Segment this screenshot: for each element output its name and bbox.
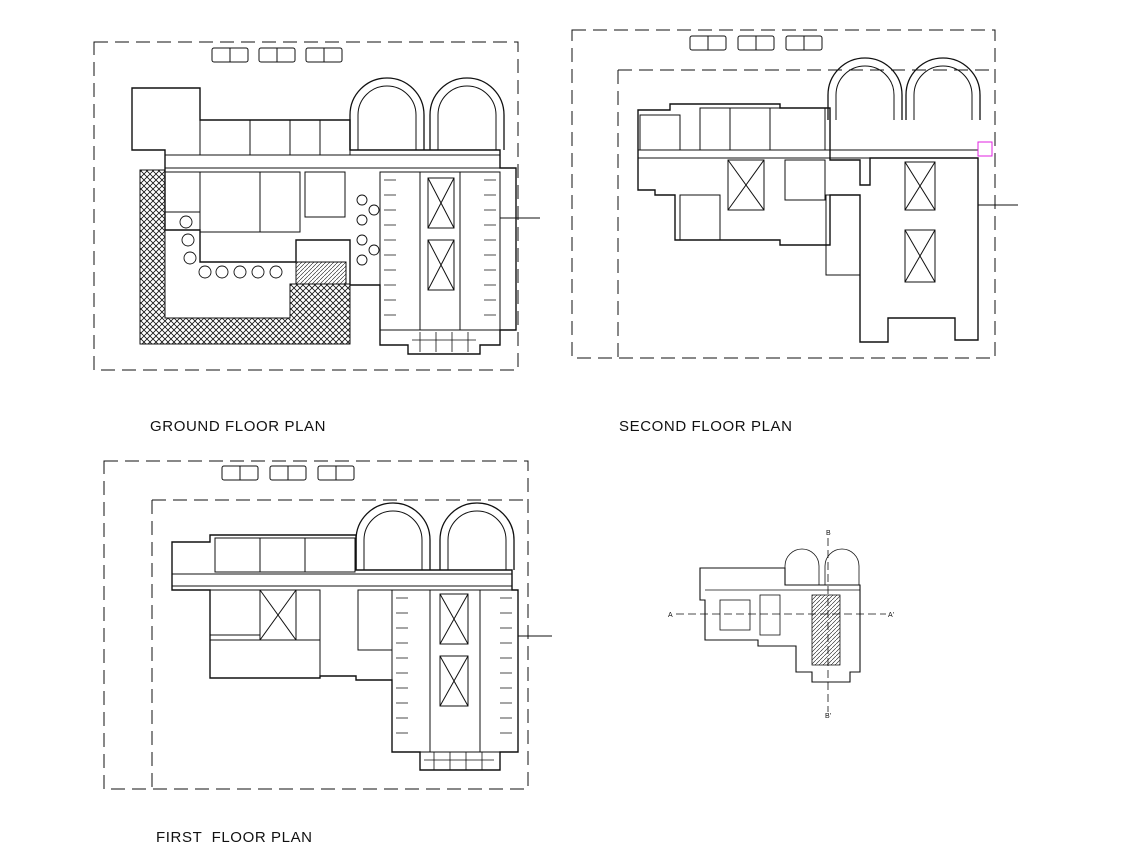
first-plot-boundary [103, 460, 529, 790]
key-plan-mark-bottom: B' [825, 713, 831, 720]
second-parking-symbols [689, 35, 823, 51]
ground-plot-boundary [93, 41, 519, 371]
key-plan-mark-right: A' [888, 612, 894, 619]
first-building-outline [171, 534, 519, 771]
ground-floor-plan [93, 41, 540, 371]
pink-marker [977, 141, 993, 157]
key-plan [676, 538, 886, 712]
first-parking-symbols [221, 465, 355, 481]
ground-parking-symbols [211, 47, 343, 63]
second-floor-plan [571, 29, 1018, 359]
second-building-outline [637, 103, 979, 343]
key-plan-mark-top: B [826, 530, 831, 537]
ground-building-outline [131, 87, 517, 355]
second-floor-plan-title: SECOND FLOOR PLAN [619, 418, 793, 435]
second-plot-boundary [571, 29, 996, 359]
ground-landscape-hatch [139, 169, 351, 345]
ground-floor-plan-title: GROUND FLOOR PLAN [150, 418, 327, 435]
key-plan-mark-left: A [668, 612, 673, 619]
first-floor-plan [103, 460, 552, 790]
first-floor-plan-title: FIRST FLOOR PLAN [156, 829, 313, 846]
key-plan-outline [699, 567, 861, 683]
